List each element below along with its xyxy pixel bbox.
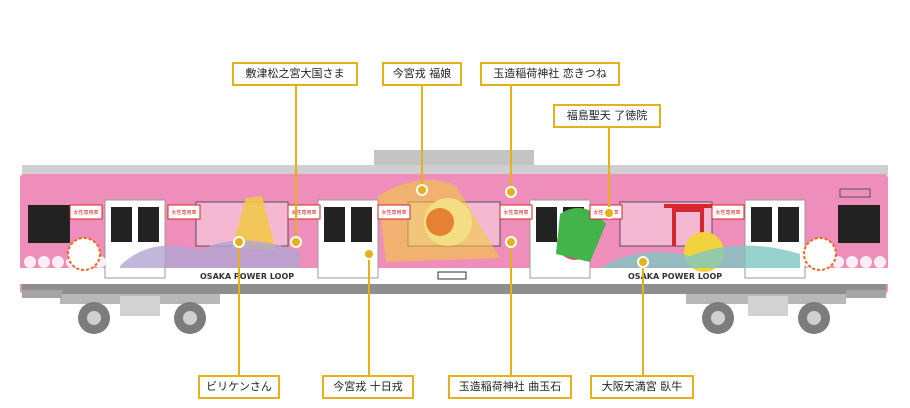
svg-text:女性専用車: 女性専用車 (503, 209, 528, 216)
svg-text:女性専用車: 女性専用車 (715, 209, 740, 216)
svg-text:女性専用車: 女性専用車 (291, 209, 316, 216)
label-tenmangu-gagyu: 大阪天満宮 臥牛 (590, 375, 694, 399)
label-imamiya-fukumusume: 今宮戎 福娘 (382, 62, 462, 86)
label-tamatsukuri-koikitsune: 玉造稲荷神社 恋きつね (480, 62, 620, 86)
leader-imamiya-tokaebisu (368, 254, 370, 376)
women-only-sign-5: 女性専用車 (499, 204, 533, 220)
point-fukushima-ryotokuin (605, 209, 613, 217)
point-imamiya-tokaebisu (365, 250, 373, 258)
label-billiken: ビリケンさん (198, 375, 280, 399)
point-shikitsumatsu (292, 238, 300, 246)
women-only-sign-2: 女性専用車 (167, 204, 201, 220)
label-fukushima-ryotokuin: 福島聖天 了徳院 (553, 104, 661, 128)
emblem-left (67, 237, 101, 271)
leader-tamatsukuri-kyokudama (510, 242, 512, 376)
kimono-figure (378, 179, 500, 262)
women-only-sign-1: 女性専用車 (69, 204, 103, 220)
point-billiken (235, 238, 243, 246)
leader-billiken (238, 240, 240, 376)
end-window-left (28, 205, 70, 243)
label-shikitsumatsu: 敷津松之宮大国さま (232, 62, 358, 86)
leader-tamatsukuri-koikitsune (510, 86, 512, 192)
point-imamiya-fukumusume (418, 186, 426, 194)
underfloor-equipment-right (846, 290, 886, 298)
lucky-items-right (600, 245, 800, 268)
women-only-sign-7: 女性専用車 (711, 204, 745, 220)
label-tamatsukuri-kyokudama: 玉造稲荷神社 曲玉石 (448, 375, 572, 399)
women-only-sign-3: 女性専用車 (287, 204, 321, 220)
destination-sign (839, 188, 871, 198)
lucky-items-left (120, 240, 300, 268)
leader-shikitsumatsu (295, 86, 297, 242)
bogie-right (686, 294, 846, 334)
svg-text:女性専用車: 女性専用車 (381, 209, 406, 216)
leader-tenmangu-gagyu (642, 262, 644, 376)
underfloor-equipment-left (22, 290, 62, 298)
emblem-right (803, 237, 837, 271)
label-imamiya-tokaebisu: 今宮戎 十日戎 (322, 375, 414, 399)
fox-figure (556, 207, 606, 262)
billiken-figure (232, 196, 276, 250)
point-tamatsukuri-koikitsune (507, 188, 515, 196)
skirt (22, 284, 886, 294)
point-tenmangu-gagyu (639, 258, 647, 266)
leader-fukushima-ryotokuin (608, 127, 610, 213)
car-number-plate (437, 271, 467, 280)
svg-text:女性専用車: 女性専用車 (171, 209, 196, 216)
point-tamatsukuri-kyokudama (507, 238, 515, 246)
loop-label-right: OSAKA POWER LOOP (628, 272, 722, 281)
bogie-left (60, 294, 220, 334)
women-only-sign-4: 女性専用車 (377, 204, 411, 220)
svg-text:女性専用車: 女性専用車 (73, 209, 98, 216)
roof (22, 165, 888, 175)
end-window-right (838, 205, 880, 243)
leader-imamiya-fukumusume (421, 86, 423, 190)
loop-label-left: OSAKA POWER LOOP (200, 272, 294, 281)
